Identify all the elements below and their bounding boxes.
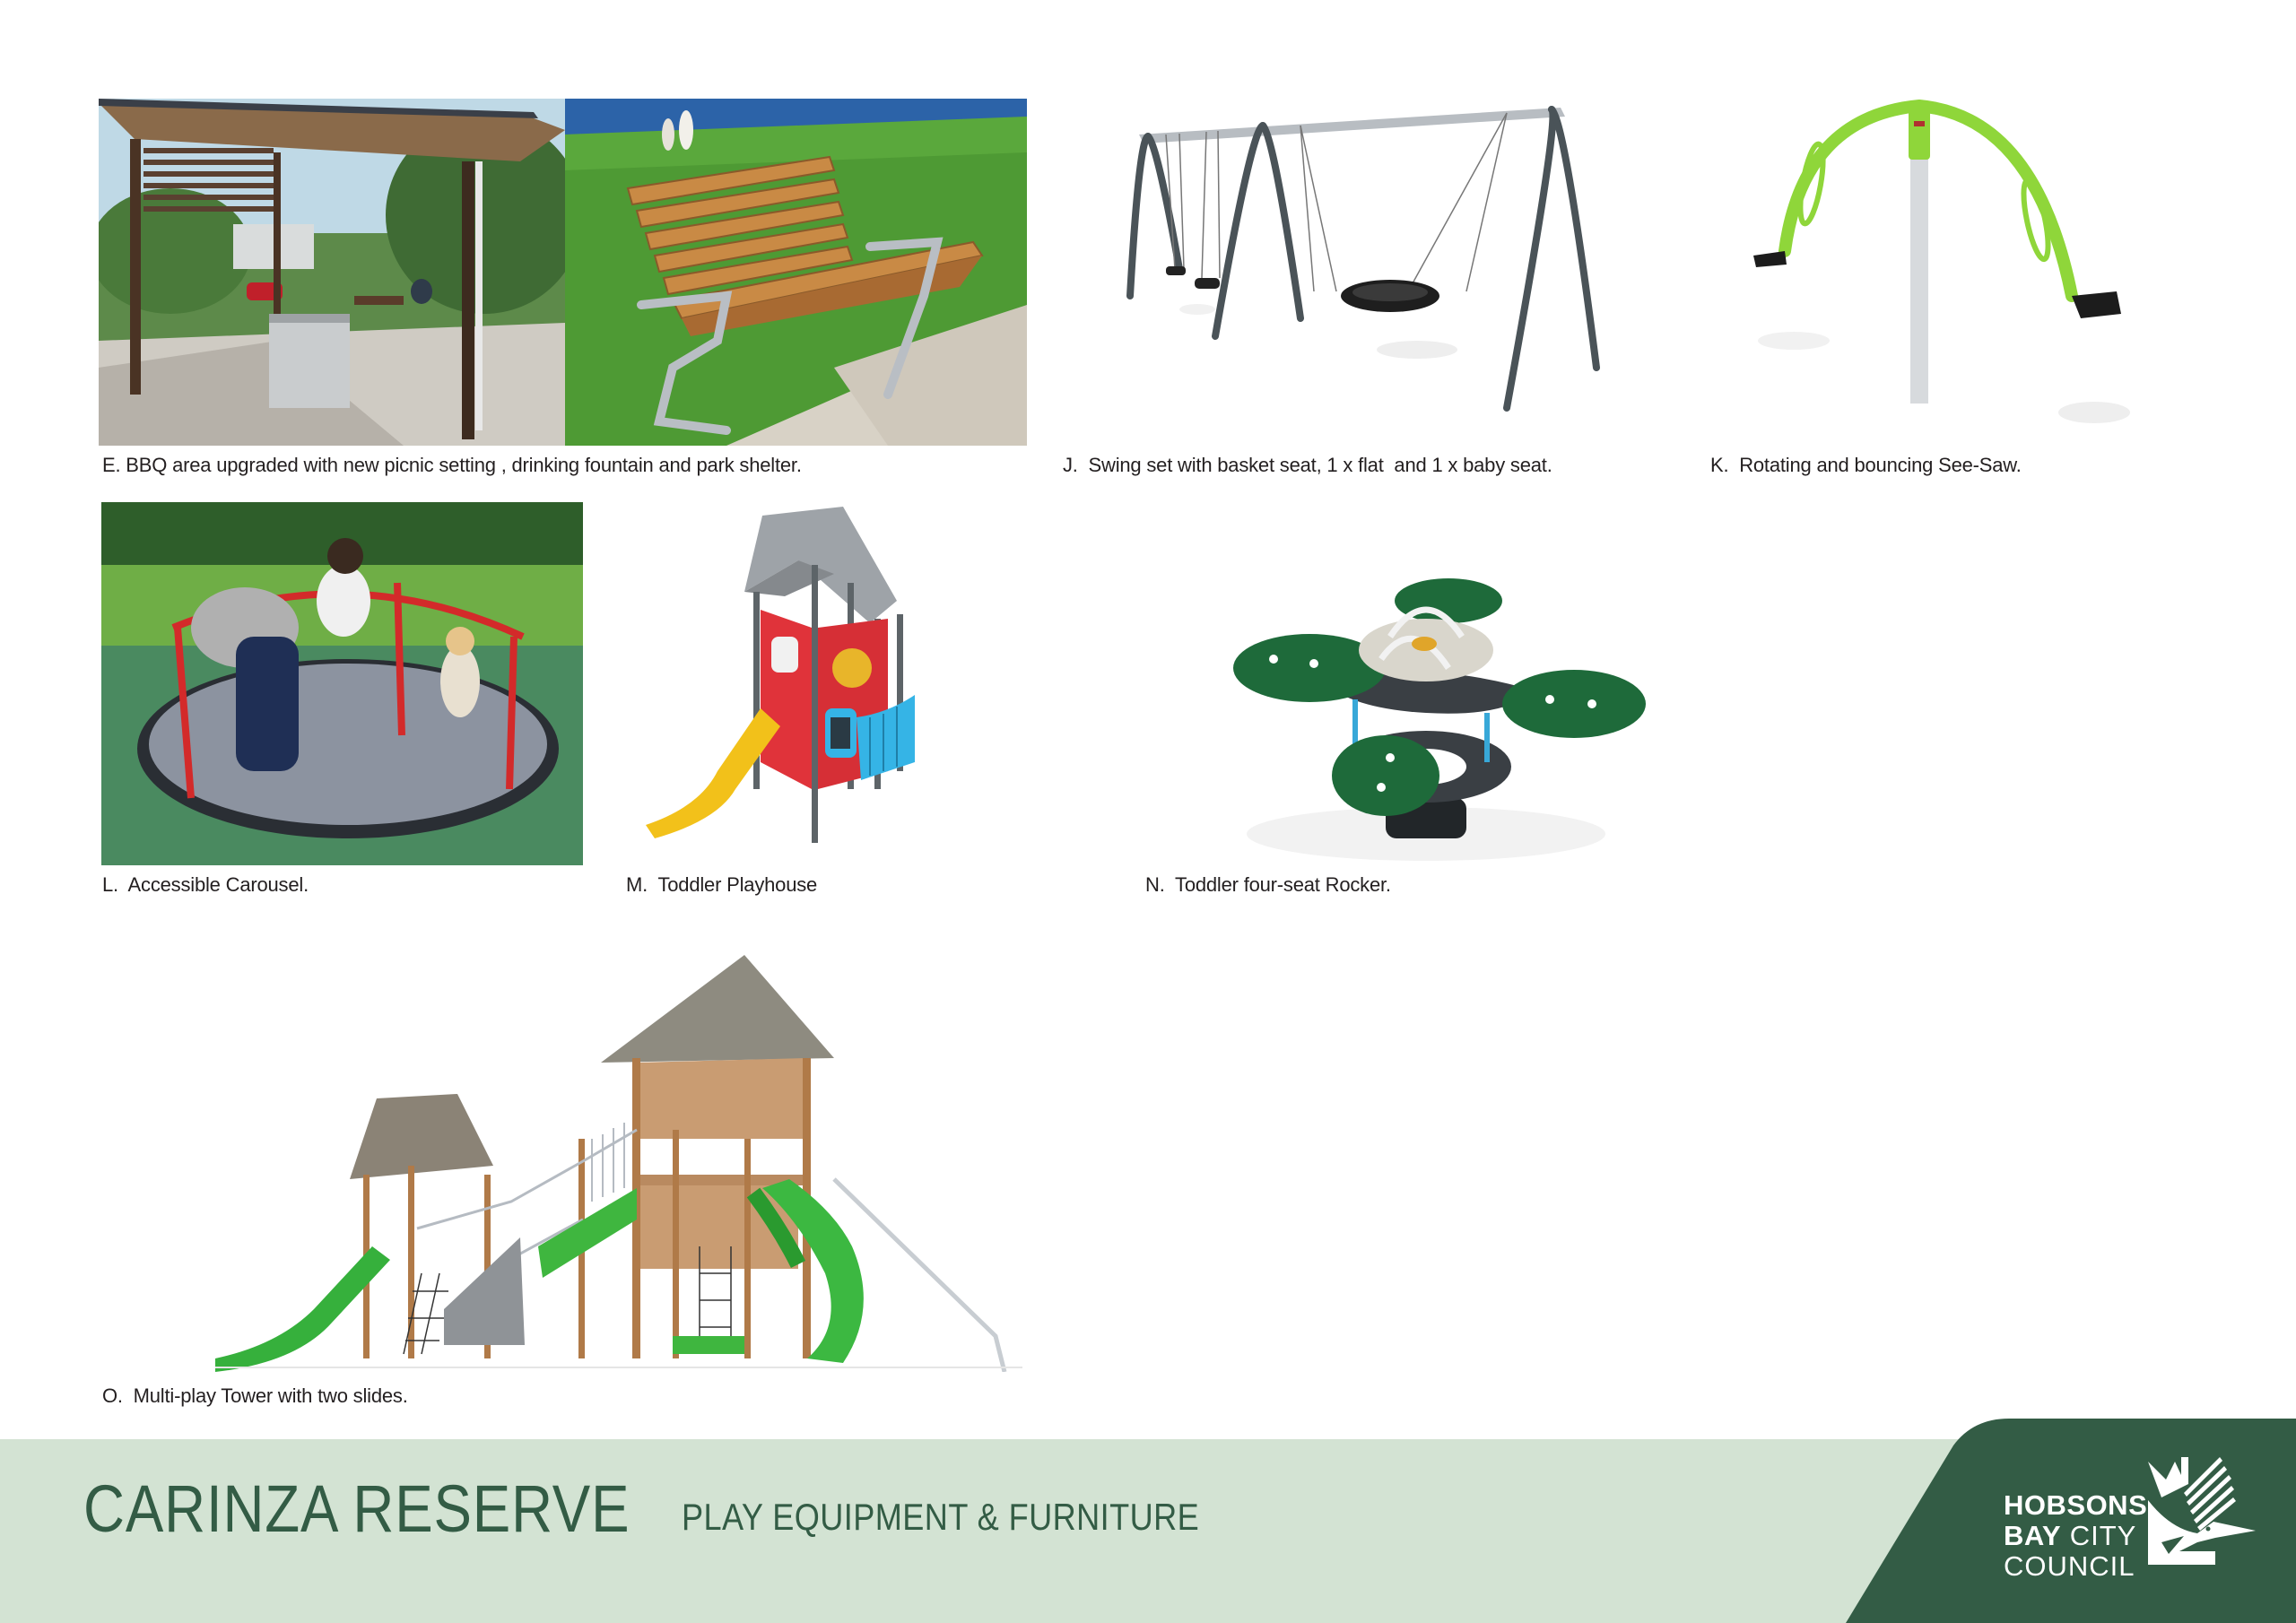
multi-play-tower-render (215, 950, 1022, 1372)
see-saw-render (1749, 99, 2152, 439)
page-title: CARINZA RESERVE (83, 1471, 631, 1546)
caption-j: J. Swing set with basket seat, 1 x flat … (1063, 454, 1552, 476)
logo-line-1: HOBSONS (2004, 1489, 2148, 1521)
caption-l: L. Accessible Carousel. (102, 873, 309, 896)
toddler-playhouse-render (628, 502, 1058, 843)
council-logo-text: HOBSONS BAY CITY COUNCIL (2004, 1490, 2147, 1582)
caption-m: M. Toddler Playhouse (626, 873, 818, 896)
bbq-shelter-and-bench-photo (99, 99, 1027, 446)
swing-set-render (1112, 99, 1614, 417)
caption-e: E. BBQ area upgraded with new picnic set… (102, 454, 802, 476)
logo-line-2-bold: BAY (2004, 1520, 2062, 1551)
caption-n: N. Toddler four-seat Rocker. (1145, 873, 1391, 896)
caption-o: O. Multi-play Tower with two slides. (102, 1384, 408, 1407)
logo-line-2-light: CITY (2061, 1520, 2137, 1551)
carousel-photo (101, 502, 583, 865)
four-seat-rocker-render (1211, 574, 1713, 870)
logo-line-3: COUNCIL (2004, 1550, 2135, 1582)
page-subtitle: PLAY EQUIPMENT & FURNITURE (682, 1496, 1200, 1538)
pelican-logo-icon (2148, 1457, 2256, 1565)
caption-k: K. Rotating and bouncing See-Saw. (1710, 454, 2022, 476)
